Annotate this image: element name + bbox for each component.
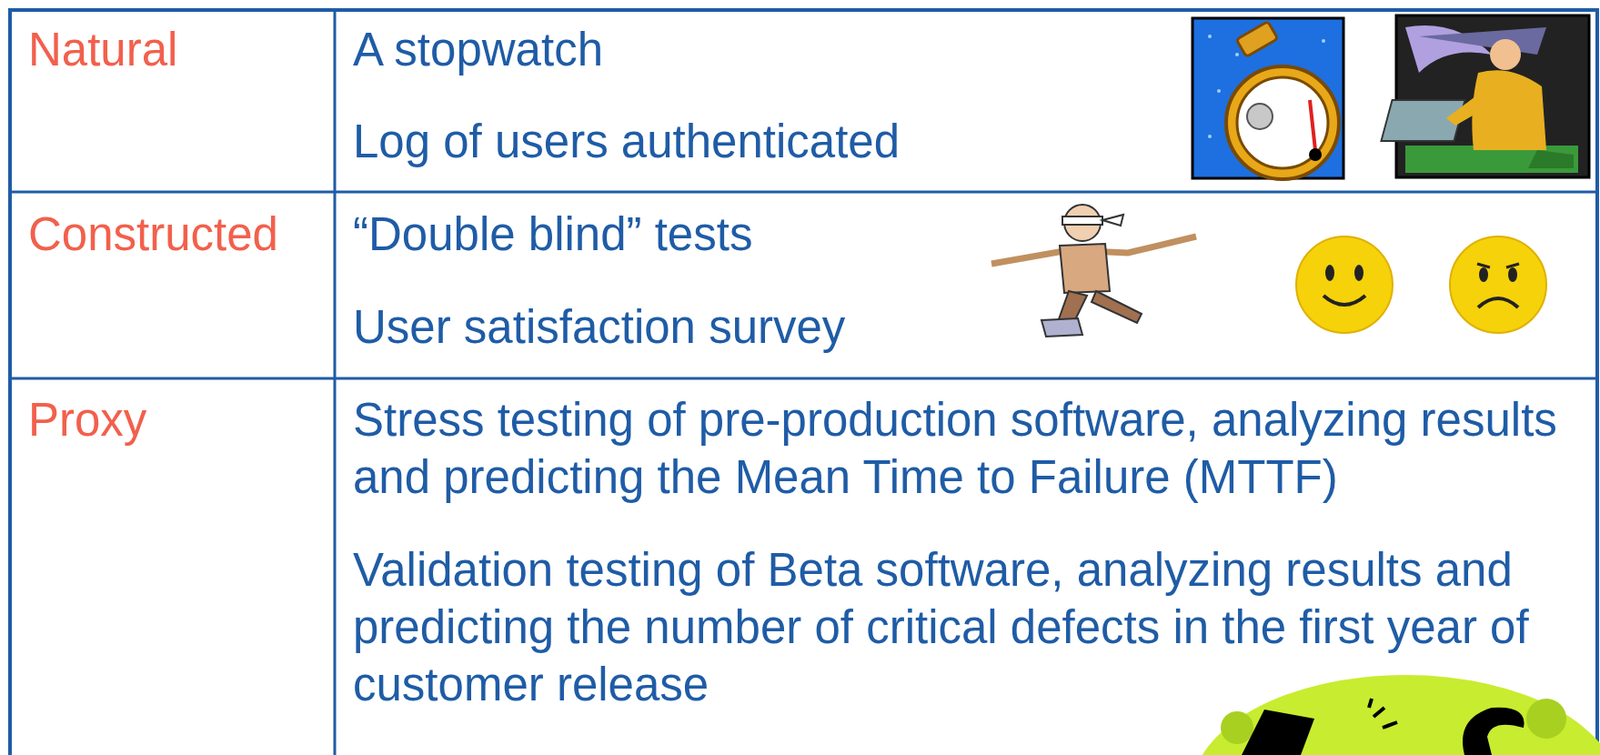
table-grid [10,10,1598,755]
blindfolded-man-icon [991,204,1197,337]
stopwatch-icon [1192,18,1344,180]
table-cell: Stress testing of pre-production softwar… [352,391,1594,506]
happy-face-icon [1296,236,1393,333]
row-heading: Proxy [28,391,329,449]
row-heading: Natural [28,20,329,79]
table-cell: “Double blind” tests [352,205,972,263]
sad-face-icon [1449,236,1547,333]
table-cell: User satisfaction survey [352,298,1281,356]
table-cell: Validation testing of Beta software, ana… [352,541,1594,714]
table-cell: Log of users authenticated [352,112,1172,171]
money-circle-icon [1191,674,1600,755]
row-heading: Constructed [28,205,329,263]
table-cell: A stopwatch [352,20,1172,79]
computer-user-icon [1380,15,1590,178]
